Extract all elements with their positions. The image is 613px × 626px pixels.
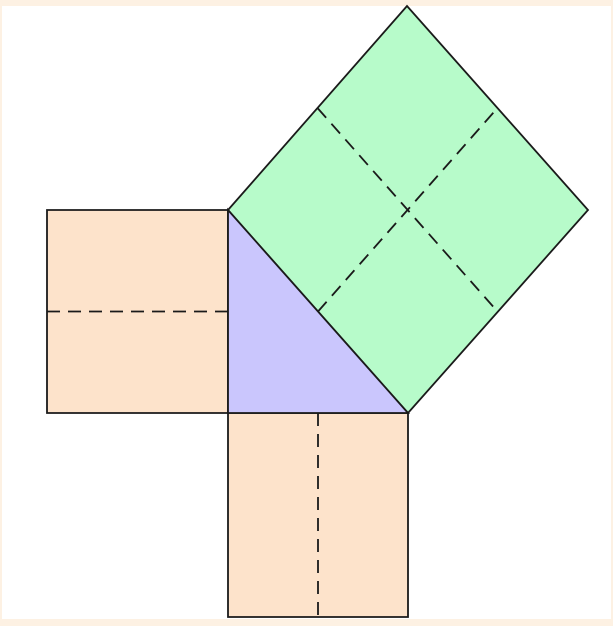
frame-right-band xyxy=(611,0,613,626)
frame-bottom-band xyxy=(0,619,613,626)
dissection-cuts-group xyxy=(47,107,499,617)
hypotenuse-square-cut-line-2 xyxy=(317,107,499,313)
frame-top-band xyxy=(0,0,613,6)
frame-left-band xyxy=(0,0,2,626)
